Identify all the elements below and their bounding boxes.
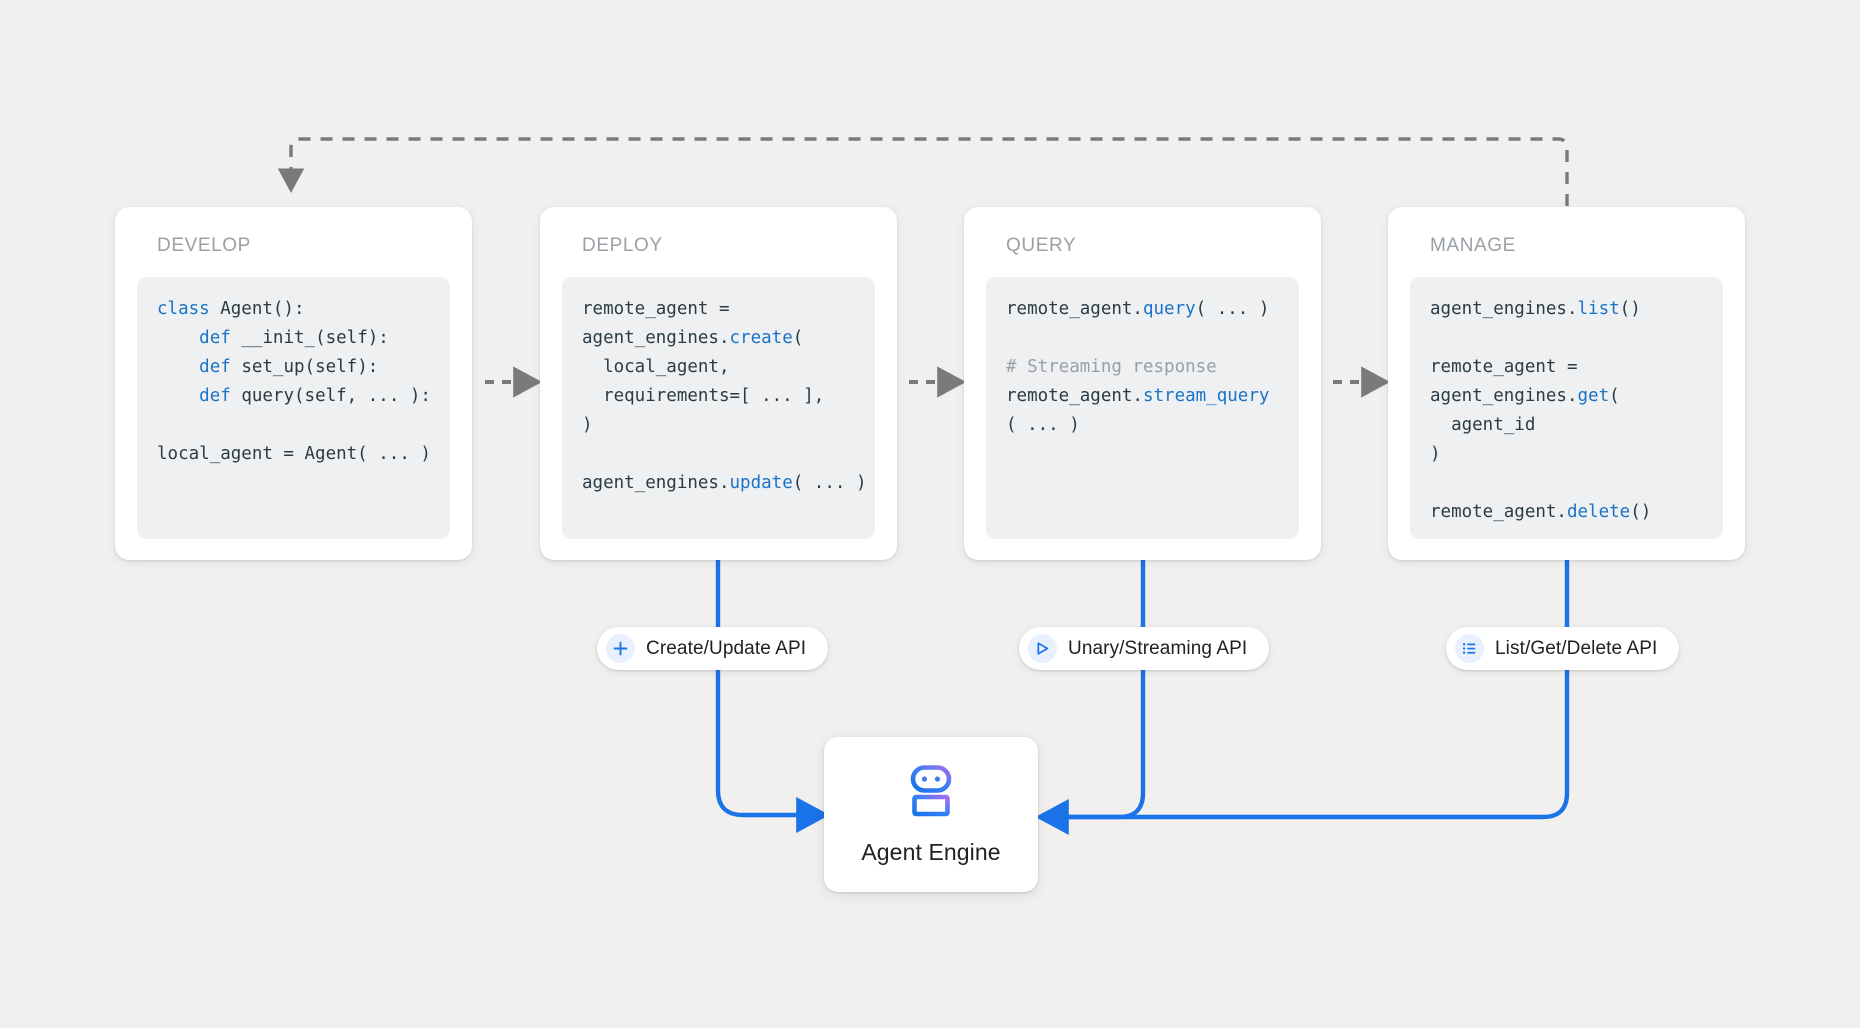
agent-engine-label: Agent Engine — [861, 838, 1001, 865]
code-block-manage: agent_engines.list() remote_agent = agen… — [1410, 277, 1723, 539]
wire-deploy-to-agent-engine — [715, 560, 830, 834]
stage-card-manage[interactable]: MANAGE agent_engines.list() remote_agent… — [1388, 207, 1745, 560]
stage-title-develop: DEVELOP — [157, 235, 251, 256]
list-icon — [1455, 634, 1484, 663]
stage-title-query: QUERY — [1006, 235, 1077, 256]
code-block-query: remote_agent.query( ... ) # Streaming re… — [986, 277, 1299, 539]
stage-title-manage: MANAGE — [1430, 235, 1516, 256]
api-pill-label: Unary/Streaming API — [1068, 637, 1248, 659]
plus-icon — [606, 634, 635, 663]
send-triangle-icon — [1028, 634, 1057, 663]
api-pill-unary-streaming[interactable]: Unary/Streaming API — [1019, 627, 1270, 670]
wire-query-to-agent-engine — [1035, 560, 1146, 836]
feedback-loop-arrow — [277, 137, 1569, 206]
api-pill-label: List/Get/Delete API — [1495, 637, 1658, 659]
api-pill-create-update[interactable]: Create/Update API — [597, 627, 829, 670]
api-pill-list-get-delete[interactable]: List/Get/Delete API — [1446, 627, 1680, 670]
stage-card-query[interactable]: QUERY remote_agent.query( ... ) # Stream… — [964, 207, 1321, 560]
stage-card-develop[interactable]: DEVELOP class Agent(): def __init_(self)… — [115, 207, 472, 560]
code-block-deploy: remote_agent = agent_engines.create( loc… — [562, 277, 875, 539]
code-block-develop: class Agent(): def __init_(self): def se… — [137, 277, 450, 539]
stage-title-deploy: DEPLOY — [582, 235, 663, 256]
robot-icon — [900, 764, 962, 825]
wire-manage-to-agent-engine — [1060, 560, 1570, 820]
api-pill-label: Create/Update API — [646, 637, 807, 659]
agent-engine-node[interactable]: Agent Engine — [824, 737, 1038, 892]
stage-card-deploy[interactable]: DEPLOY remote_agent = agent_engines.crea… — [540, 207, 897, 560]
